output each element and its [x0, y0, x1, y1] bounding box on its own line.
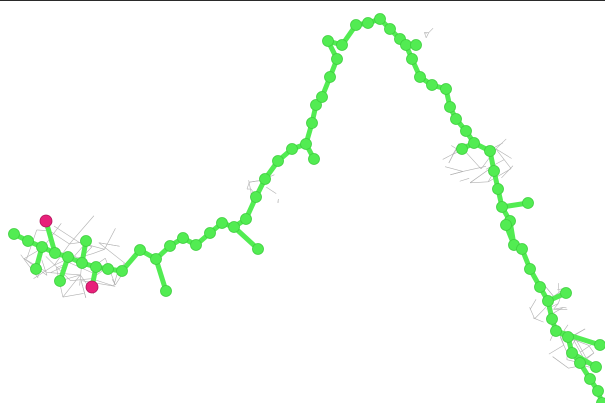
carbon-atom [550, 325, 562, 337]
carbon-atom [324, 71, 336, 83]
carbon-atom [102, 263, 114, 275]
carbon-atom [90, 261, 102, 273]
carbon-atom [414, 71, 426, 83]
carbon-atom [80, 235, 92, 247]
carbon-atom [460, 125, 472, 137]
carbon-atom [574, 357, 586, 369]
carbon-atom [456, 143, 468, 155]
carbon-atom [336, 39, 348, 51]
carbon-atom [560, 287, 572, 299]
carbon-atom [300, 138, 312, 150]
carbon-atom [8, 228, 20, 240]
carbon-atom [160, 285, 172, 297]
carbon-atom [546, 313, 558, 325]
carbon-atom [596, 397, 605, 403]
bond-layer [11, 16, 605, 403]
carbon-atom [590, 361, 602, 373]
carbon-atom [22, 235, 34, 247]
carbon-atom [426, 79, 438, 91]
carbon-atom [406, 53, 418, 65]
carbon-atom [49, 247, 61, 259]
carbon-atom [134, 244, 146, 256]
density-mesh-layer [20, 28, 595, 369]
carbon-atom [190, 239, 202, 251]
carbon-atom [331, 53, 343, 65]
carbon-atom [228, 221, 240, 233]
carbon-atom [488, 165, 500, 177]
carbon-atom [584, 373, 596, 385]
carbon-atom [310, 99, 322, 111]
carbon-atom [516, 243, 528, 255]
carbon-atom [450, 113, 462, 125]
carbon-atom [496, 201, 508, 213]
carbon-atom [240, 213, 252, 225]
carbon-atom [54, 275, 66, 287]
carbon-atom [384, 23, 396, 35]
carbon-atom [259, 173, 271, 185]
carbon-atom [484, 145, 496, 157]
carbon-atom [30, 263, 42, 275]
oxygen-atom [85, 280, 99, 294]
oxygen-atom [39, 214, 53, 228]
carbon-atom [522, 197, 534, 209]
density-mesh-top [424, 28, 434, 38]
carbon-atom [204, 227, 216, 239]
carbon-atom [374, 13, 386, 25]
carbon-atom [286, 143, 298, 155]
carbon-atom [542, 295, 554, 307]
carbon-atom [562, 331, 574, 343]
carbon-atom [500, 219, 512, 231]
carbon-atom [116, 265, 128, 277]
carbon-atom [440, 83, 452, 95]
carbon-atom [164, 240, 176, 252]
carbon-atom [250, 191, 262, 203]
carbon-atom [350, 19, 362, 31]
carbon-atom [150, 253, 162, 265]
density-mesh-right-lower [548, 324, 595, 369]
carbon-atom [76, 257, 88, 269]
carbon-atom [177, 232, 189, 244]
atom-layer [8, 13, 605, 403]
carbon-atom [362, 17, 374, 29]
carbon-atom [322, 35, 334, 47]
carbon-atom [444, 101, 456, 113]
carbon-atom [306, 117, 318, 129]
carbon-atom [400, 39, 412, 51]
carbon-atom [524, 263, 536, 275]
carbon-atom [252, 243, 264, 255]
carbon-atom [316, 91, 328, 103]
carbon-atom [36, 241, 48, 253]
carbon-atom [468, 137, 480, 149]
carbon-atom [308, 153, 320, 165]
carbon-atom [594, 339, 605, 351]
carbon-atom [566, 347, 578, 359]
density-mesh-right-mid [529, 283, 568, 323]
carbon-atom [410, 39, 422, 51]
carbon-atom [62, 251, 74, 263]
carbon-atom [272, 155, 284, 167]
carbon-atom [492, 183, 504, 195]
carbon-atom [592, 385, 604, 397]
side-chain-bond [553, 328, 603, 348]
carbon-atom [216, 217, 228, 229]
carbon-atom [534, 281, 546, 293]
